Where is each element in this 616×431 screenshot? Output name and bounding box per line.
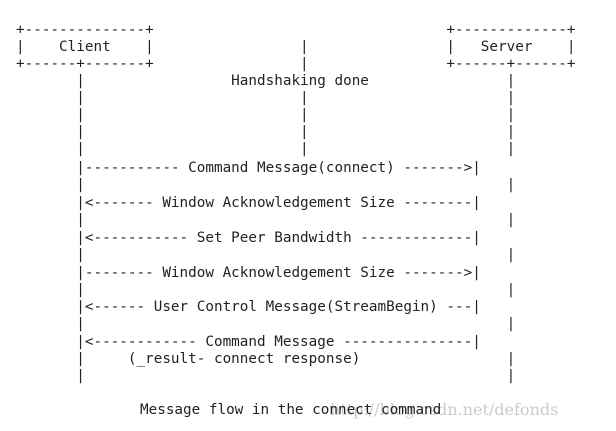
lifeline-row: | |: [16, 282, 516, 298]
diagram-caption: Message flow in the connect command: [140, 402, 442, 418]
box-labels-row: | Client | | | Server |: [16, 39, 576, 55]
client-box-top: +--------------+ +-------------+: [16, 22, 576, 38]
lifeline-row: | | |: [16, 107, 516, 123]
message-set-peer-bandwidth: |<----------- Set Peer Bandwidth -------…: [16, 230, 481, 246]
lifeline-row: | |: [16, 247, 516, 263]
client-box-bottom: +------+-------+ | +------+------+: [16, 56, 576, 72]
message-window-ack-out: |-------- Window Acknowledgement Size --…: [16, 265, 481, 281]
watermark: http://blog.csdn.net/defonds: [330, 400, 559, 419]
result-annotation: | (_result- connect response) |: [16, 351, 516, 367]
message-connect: |----------- Command Message(connect) --…: [16, 160, 481, 176]
message-user-control: |<------ User Control Message(StreamBegi…: [16, 299, 481, 315]
lifeline-row: | |: [16, 177, 516, 193]
message-command-result: |<------------ Command Message ---------…: [16, 334, 481, 350]
handshaking-label: | Handshaking done |: [16, 73, 516, 89]
lifeline-row: | |: [16, 368, 516, 384]
lifeline-row: | | |: [16, 141, 516, 157]
lifeline-row: | |: [16, 212, 516, 228]
lifeline-row: | | |: [16, 90, 516, 106]
lifeline-row: | |: [16, 316, 516, 332]
lifeline-row: | | |: [16, 124, 516, 140]
message-window-ack-in: |<------- Window Acknowledgement Size --…: [16, 195, 481, 211]
